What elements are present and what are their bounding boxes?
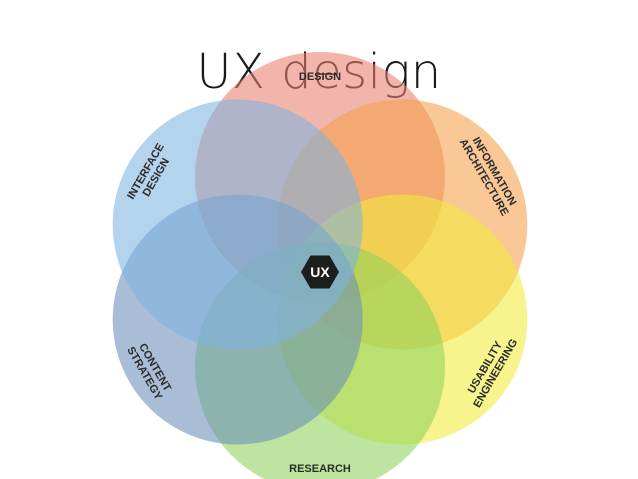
label-research: RESEARCH bbox=[289, 463, 351, 475]
center-label: UX bbox=[310, 264, 330, 280]
label-design: DESIGN bbox=[299, 71, 341, 83]
center-hexagon bbox=[301, 255, 339, 289]
venn-circles bbox=[112, 52, 528, 479]
circle-interface-design bbox=[112, 99, 363, 350]
